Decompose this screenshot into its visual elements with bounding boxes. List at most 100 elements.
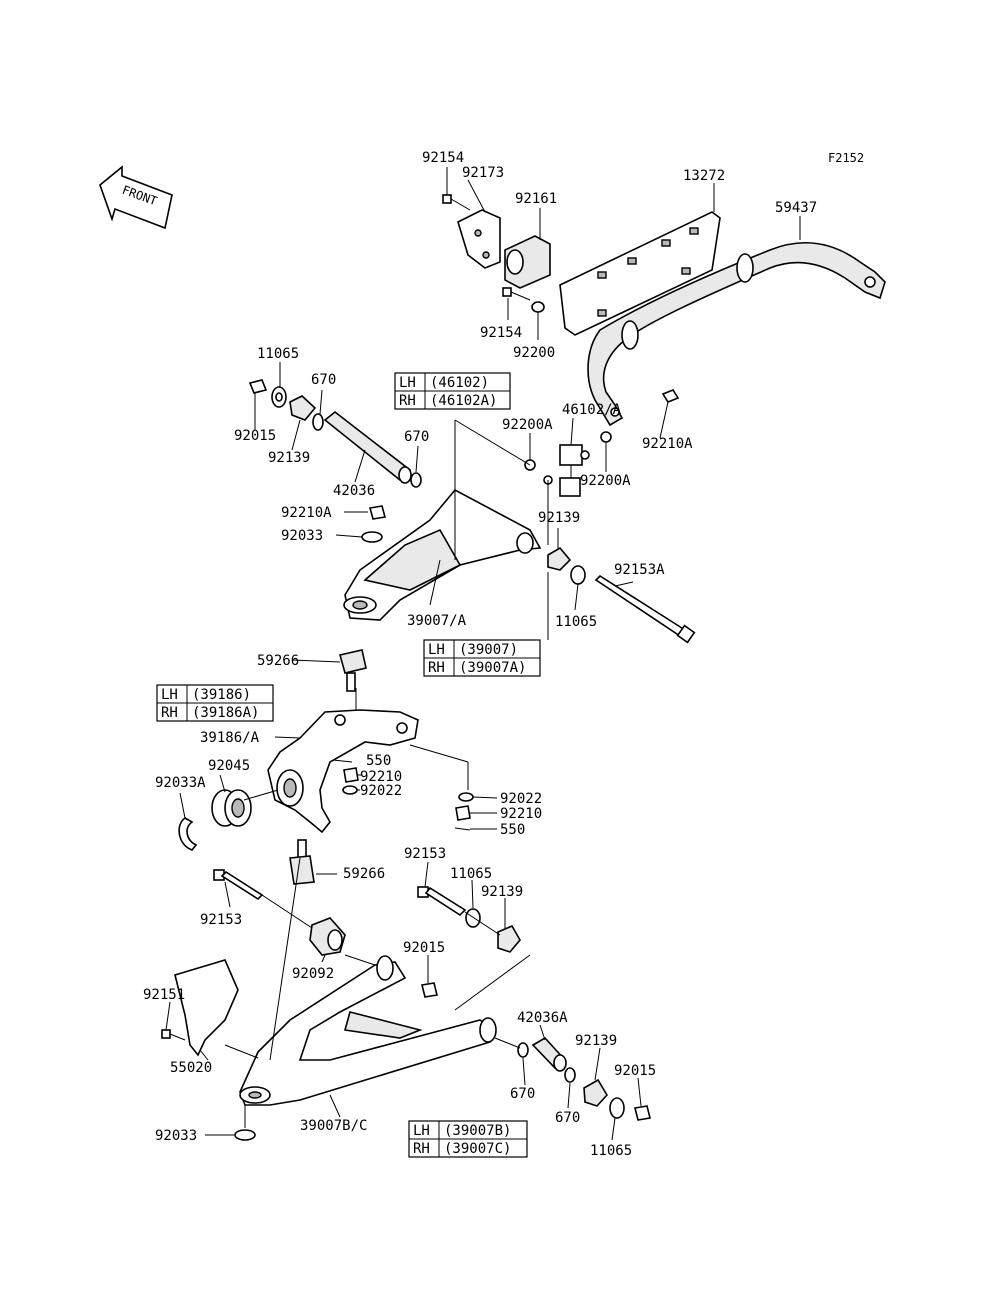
label-11065-a: 11065	[257, 346, 299, 362]
bolt-92151	[161, 1029, 186, 1041]
label-92033A: 92033A	[155, 775, 206, 791]
label-46102A: 46102/A	[562, 402, 622, 418]
label-59266-b: 59266	[343, 866, 385, 882]
label-92154-top: 92154	[422, 150, 464, 166]
circlip-92033-a	[361, 531, 383, 543]
pivot-tube-42036A	[531, 1036, 567, 1072]
label-92139-a: 92139	[268, 450, 310, 466]
label-92033-b: 92033	[155, 1128, 197, 1144]
label-92045: 92045	[208, 758, 250, 774]
washer-92200A-2	[600, 431, 612, 443]
label-42036: 42036	[333, 483, 375, 499]
washer-11065-c	[465, 908, 481, 928]
ball-joint-59266-a	[339, 649, 367, 692]
label-670-b: 670	[404, 429, 429, 445]
washer-11065-d	[609, 1097, 625, 1119]
label-670-d: 670	[555, 1110, 580, 1126]
collar-92139-a	[289, 395, 317, 421]
cotter-pin-550-b	[454, 827, 471, 831]
label-670-a: 670	[311, 372, 336, 388]
table1-lh-part: (46102)	[430, 375, 489, 391]
label-13272: 13272	[683, 168, 725, 184]
washer-92200	[531, 301, 545, 313]
table4-lh-part: (39007B)	[444, 1123, 511, 1139]
stabilizer-bar-59437	[587, 241, 886, 427]
label-92200A-2: 92200A	[580, 473, 631, 489]
ball-joint-59266-b	[289, 839, 315, 885]
label-92092: 92092	[292, 966, 334, 982]
label-92139-b: 92139	[538, 510, 580, 526]
bolt-92154-top	[442, 194, 471, 211]
bushing-92161	[504, 235, 551, 289]
collar-92139-d	[583, 1078, 608, 1107]
label-92015-c: 92015	[614, 1063, 656, 1079]
washer-92022-b	[458, 792, 474, 802]
table1-lh: LH	[399, 375, 416, 391]
stabilizer-bracket-13272	[559, 211, 721, 336]
table3-rh-part: (39186A)	[192, 705, 259, 721]
label-92139-d: 92139	[575, 1033, 617, 1049]
table3-rh: RH	[161, 705, 178, 721]
label-59437: 59437	[775, 200, 817, 216]
bearing-92045	[211, 789, 252, 827]
circlip-92033A	[178, 817, 198, 851]
table3-lh-part: (39186)	[192, 687, 251, 703]
front-arrow-icon: FRONT	[99, 165, 173, 230]
label-92210A-left: 92210A	[281, 505, 332, 521]
label-92139-c: 92139	[481, 884, 523, 900]
washer-92022-a	[342, 785, 358, 795]
label-92153-b: 92153	[200, 912, 242, 928]
label-92022-a: 92022	[360, 783, 402, 799]
label-92015-b: 92015	[403, 940, 445, 956]
label-550-a: 550	[366, 753, 391, 769]
label-92154-mid: 92154	[480, 325, 522, 341]
bolt-92153-left	[213, 869, 264, 901]
lh-rh-table-39007B: LH (39007B) RH (39007C)	[408, 1120, 528, 1158]
table2-lh: LH	[428, 642, 445, 658]
nut-92210A-right	[661, 389, 680, 403]
label-39007A: 39007/A	[407, 613, 467, 629]
pivot-tube-42036	[323, 410, 412, 484]
o-ring-670-a	[312, 413, 324, 431]
table2-rh-part: (39007A)	[459, 660, 526, 676]
nut-92210A-left	[368, 505, 387, 520]
collar-92139-b	[547, 546, 572, 571]
label-92210A-right: 92210A	[642, 436, 693, 452]
lh-rh-table-39186: LH (39186) RH (39186A)	[156, 684, 274, 722]
guard-55020	[174, 959, 239, 1057]
lh-rh-table-46102: LH (46102) RH (46102A)	[394, 372, 511, 410]
label-42036A: 42036A	[517, 1010, 568, 1026]
o-ring-670-b	[410, 472, 422, 488]
collar-92139-c	[497, 924, 521, 953]
table2-lh-part: (39007)	[459, 642, 518, 658]
label-92151: 92151	[143, 987, 185, 1003]
leader-lines	[165, 167, 801, 1141]
knuckle-39186A	[267, 709, 419, 834]
label-92173: 92173	[462, 165, 504, 181]
lower-arm-39007BC	[239, 955, 497, 1106]
circlip-92033-b	[234, 1129, 256, 1141]
label-55020: 55020	[170, 1060, 212, 1076]
table4-rh-part: (39007C)	[444, 1141, 511, 1157]
nut-92015-c	[634, 1105, 651, 1121]
table3-lh: LH	[161, 687, 178, 703]
label-92210-b: 92210	[500, 806, 542, 822]
lh-rh-table-39007: LH (39007) RH (39007A)	[423, 639, 541, 677]
label-59266-a: 59266	[257, 653, 299, 669]
clamp-92173	[457, 209, 501, 269]
label-92153A: 92153A	[614, 562, 665, 578]
nut-92015-a	[248, 379, 268, 394]
nut-92210-a	[343, 767, 359, 783]
label-92200: 92200	[513, 345, 555, 361]
figure-code: F2152	[828, 151, 864, 165]
label-11065-c: 11065	[450, 866, 492, 882]
table1-rh: RH	[399, 393, 416, 409]
washer-11065-b	[570, 565, 586, 585]
bolt-92153-right	[417, 886, 467, 917]
link-46102A	[543, 444, 590, 497]
label-92153-a: 92153	[404, 846, 446, 862]
label-92022-b: 92022	[500, 791, 542, 807]
label-92033-a: 92033	[281, 528, 323, 544]
o-ring-670-c	[517, 1042, 529, 1058]
